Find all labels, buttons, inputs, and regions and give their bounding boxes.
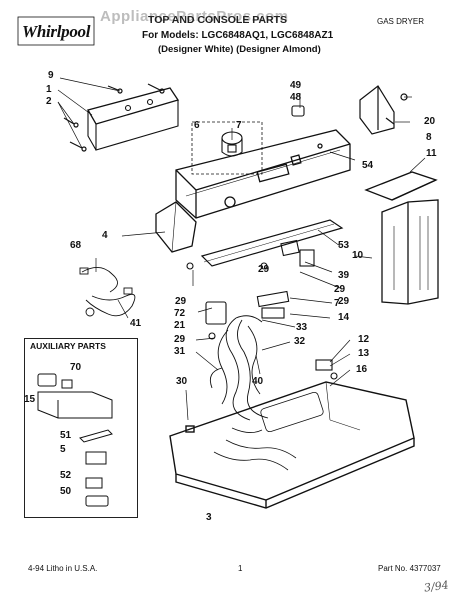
callout-label: 20	[424, 116, 436, 127]
console-end-cap-right	[364, 171, 438, 201]
watermark-text: AppliancePartsPros.com	[100, 8, 289, 25]
screws-left	[63, 83, 165, 152]
top-right-bracket	[359, 85, 408, 135]
wire-harness	[209, 315, 269, 421]
aux-callout-label: 50	[60, 486, 72, 497]
timer-knob	[191, 121, 263, 175]
footer-page-number: 1	[238, 564, 243, 573]
callout-label: 32	[294, 336, 306, 347]
callout-label: 10	[352, 250, 364, 261]
callout-label: 21	[174, 320, 186, 331]
push-button	[291, 105, 305, 117]
auxiliary-part-drawings	[37, 373, 113, 507]
callout-label: 9	[48, 70, 54, 81]
callout-label: 8	[426, 132, 432, 143]
control-bracket	[200, 219, 344, 267]
callout-label: 16	[356, 364, 368, 375]
callout-label: 33	[296, 322, 308, 333]
callout-label: 68	[70, 240, 82, 251]
callout-label: 11	[426, 148, 437, 159]
auxiliary-parts-box	[24, 338, 138, 518]
aux-callout-label: 5	[60, 444, 66, 455]
appliance-type: GAS DRYER	[377, 17, 424, 26]
callout-label: 4	[102, 230, 108, 241]
callout-label: 29	[258, 264, 270, 275]
callout-label: 39	[338, 270, 350, 281]
console-end-cap-left	[155, 201, 197, 253]
console-back-plate	[87, 87, 180, 151]
aux-callout-label: 52	[60, 470, 72, 481]
switch-components	[186, 239, 315, 340]
leader-lines	[57, 77, 426, 421]
callout-label: 48	[290, 92, 302, 103]
callout-label: 14	[338, 312, 350, 323]
callout-label: 31	[174, 346, 186, 357]
callout-label: 13	[358, 348, 370, 359]
callout-label: 40	[252, 376, 264, 387]
callout-label: 29	[175, 296, 187, 307]
callout-label: 49	[290, 80, 302, 91]
callout-label: 3	[206, 512, 212, 523]
callout-label: 7	[236, 120, 242, 131]
callout-label: 29	[334, 284, 346, 295]
callout-label: 53	[338, 240, 350, 251]
variants-line: (Designer White) (Designer Almond)	[158, 44, 321, 55]
page-title: TOP AND CONSOLE PARTS	[148, 14, 288, 26]
aux-callout-label: 51	[60, 430, 72, 441]
auxiliary-parts-title: AUXILIARY PARTS	[30, 341, 106, 351]
aux-callout-label: 15	[24, 394, 36, 405]
whirlpool-logo-mark	[17, 16, 95, 46]
callout-label: 29	[338, 296, 350, 307]
footer-part-number: Part No. 4377037	[378, 564, 441, 573]
callout-label: 72	[174, 308, 186, 319]
console-panel	[175, 129, 351, 219]
models-line: For Models: LGC6848AQ1, LGC6848AZ1	[142, 30, 334, 41]
right-side-panel	[381, 199, 439, 305]
callout-label: 6	[194, 120, 200, 131]
callout-label: 12	[358, 334, 370, 345]
callout-label: 2	[46, 96, 52, 107]
footer-date: 4-94 Litho in U.S.A.	[28, 564, 98, 573]
callout-label: 30	[176, 376, 188, 387]
callout-label: 54	[362, 160, 374, 171]
callout-label: 29	[174, 334, 186, 345]
callout-label: 41	[130, 318, 142, 329]
callout-label: 7	[334, 298, 340, 309]
connector-right	[315, 359, 338, 380]
top-panel	[169, 381, 415, 509]
whirlpool-logo: Whirlpool	[22, 22, 91, 41]
callout-label: 1	[46, 84, 52, 95]
aux-callout-label: 70	[70, 362, 82, 373]
wire-harness-small	[79, 267, 136, 317]
